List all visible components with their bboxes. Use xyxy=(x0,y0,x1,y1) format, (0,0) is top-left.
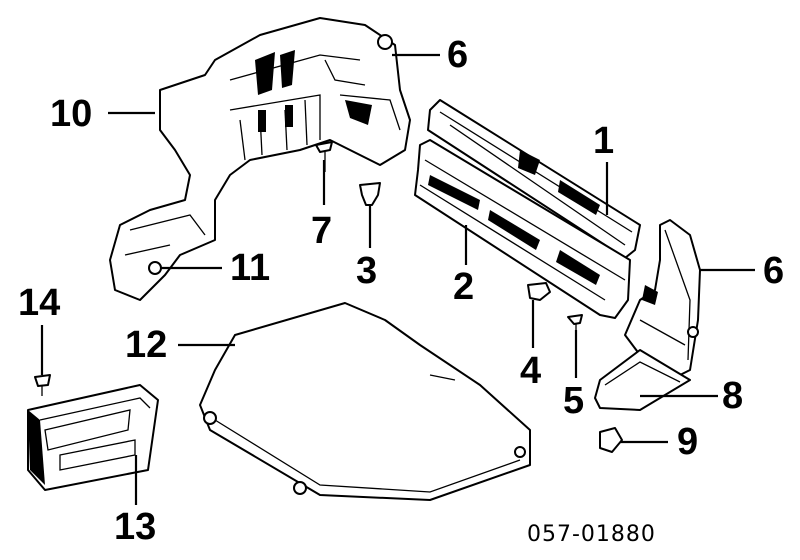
diagram-code: 057-01880 xyxy=(527,522,656,547)
part-4-clip xyxy=(527,282,551,301)
part-6-right-side-trim xyxy=(624,219,701,376)
part-10-side-trim xyxy=(109,17,411,301)
part-8-bracket xyxy=(594,349,691,411)
part-2-rear-lower-trim xyxy=(414,139,631,319)
callout-6-top: 6 xyxy=(447,34,469,76)
callout-9: 9 xyxy=(677,421,699,463)
callout-3: 3 xyxy=(356,250,378,292)
callout-11: 11 xyxy=(230,247,271,289)
fasteners xyxy=(34,141,623,453)
part-5-screw xyxy=(567,314,583,325)
part-13-tray xyxy=(27,384,159,491)
callout-5: 5 xyxy=(563,380,585,422)
part-9-plug xyxy=(599,427,623,453)
leader-lines xyxy=(40,53,755,505)
callout-12: 12 xyxy=(125,324,168,366)
callout-13: 13 xyxy=(114,506,157,548)
callout-10: 10 xyxy=(50,93,93,135)
callout-7: 7 xyxy=(311,210,333,252)
callout-14: 14 xyxy=(18,282,61,324)
callout-4: 4 xyxy=(520,350,542,392)
callout-8: 8 xyxy=(722,375,744,417)
callout-1: 1 xyxy=(593,120,615,162)
part-12-floor-mat xyxy=(199,302,531,501)
part-7-clip xyxy=(315,141,333,153)
callout-2: 2 xyxy=(453,266,475,308)
part-1-rear-panel-trim xyxy=(427,99,641,259)
part-14-clip xyxy=(34,374,51,387)
callout-6-right: 6 xyxy=(763,250,785,292)
part-3-grommet xyxy=(359,182,381,206)
